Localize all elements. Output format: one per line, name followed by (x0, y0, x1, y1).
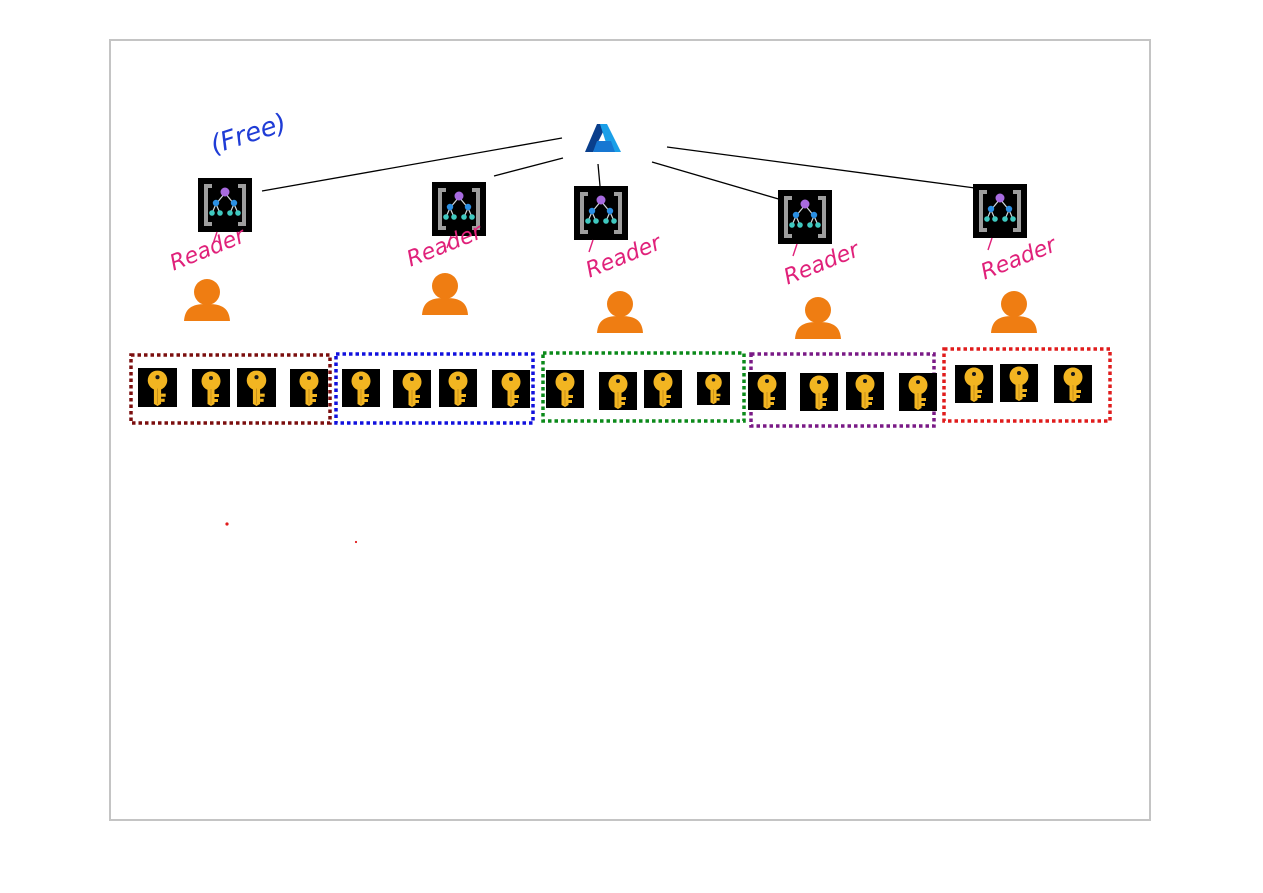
connector-line (651, 161, 783, 201)
reader-label: Reader (977, 232, 1061, 285)
reader-role-label: Reader (977, 232, 1061, 285)
free-annotation: (Free) (207, 108, 290, 161)
key-icon (644, 370, 682, 408)
management-group-icon (973, 184, 1027, 238)
user-icon (597, 291, 643, 333)
user-icon (422, 273, 468, 315)
key-icon (800, 373, 838, 411)
key-icon (846, 372, 884, 410)
subscription-group-box (942, 347, 1112, 423)
management-group-icon (432, 182, 486, 236)
management-group-icon (198, 178, 252, 232)
user-icon (795, 297, 841, 339)
free-label: (Free) (207, 108, 290, 161)
reader-tick (446, 235, 452, 249)
key-icon (492, 370, 530, 408)
management-group-icon (778, 190, 832, 244)
key-icon (599, 372, 637, 410)
user-icon (991, 291, 1037, 333)
reader-tick (792, 243, 798, 257)
ink-dot (225, 522, 229, 526)
connector-line (261, 137, 563, 192)
key-icon (1054, 365, 1092, 403)
connector-line (493, 157, 564, 177)
reader-tick (588, 239, 594, 253)
reader-label: Reader (780, 237, 864, 290)
subscription-group-box (541, 351, 746, 423)
key-icon (748, 372, 786, 410)
connector-lines (261, 137, 976, 201)
key-icon (192, 369, 230, 407)
subscription-group-box (749, 352, 936, 428)
management-group-icon (574, 186, 628, 240)
reader-tick (212, 231, 218, 245)
key-icon (955, 365, 993, 403)
key-icon (138, 368, 177, 407)
reader-tick (987, 237, 993, 251)
subscription-group-box (129, 353, 332, 425)
key-icon (439, 369, 477, 407)
key-icon (697, 372, 730, 405)
ink-dot (354, 540, 358, 544)
key-icon (237, 368, 276, 407)
key-icon (899, 373, 937, 411)
key-icon (1000, 364, 1038, 402)
key-icon (393, 370, 431, 408)
reader-role-label: Reader (780, 237, 864, 290)
key-icon (342, 369, 380, 407)
key-icon (546, 370, 584, 408)
azure-logo-icon (585, 124, 621, 152)
connector-line (666, 146, 976, 189)
key-icon (290, 369, 328, 407)
connector-line (597, 163, 601, 187)
user-icon (184, 279, 230, 321)
subscription-group-box (334, 352, 535, 425)
